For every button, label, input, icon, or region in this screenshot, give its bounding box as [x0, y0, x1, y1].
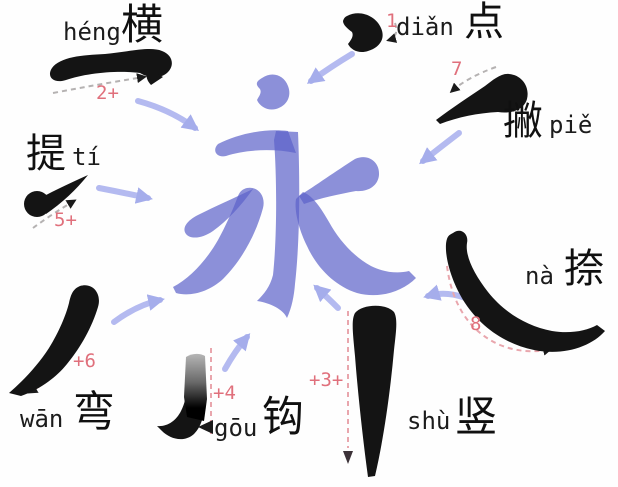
pinyin-pie: piě	[549, 111, 593, 139]
stroke-pie-sample	[436, 73, 528, 124]
yong-dot-stroke	[256, 74, 290, 110]
guide-na	[446, 265, 553, 356]
order-label-pie: 7	[451, 58, 463, 80]
guide-gou-arrowhead	[198, 420, 213, 434]
order-label-ti: 5+	[54, 209, 77, 231]
arrow-dian-to-center	[306, 51, 355, 84]
order-label-dian: 1	[386, 10, 398, 32]
pinyin-dian: diǎn	[396, 13, 454, 41]
yong-left-ti-stroke	[184, 189, 253, 238]
hanzi-na: 捺	[564, 246, 604, 292]
guide-heng	[52, 73, 147, 94]
hanzi-wan: 弯	[73, 387, 116, 436]
order-label-gou: +4	[213, 382, 236, 404]
dashed-guides-gray	[32, 22, 497, 229]
order-label-na: 8	[470, 313, 482, 335]
stroke-shu-sample	[352, 305, 397, 477]
center-character-yong	[173, 74, 416, 318]
hanzi-shu: 竖	[455, 392, 498, 441]
pinyin-shu: shù	[407, 407, 451, 435]
arrow-gou-to-center	[222, 333, 251, 372]
direction-arrows	[96, 51, 489, 372]
guide-dian	[386, 22, 398, 43]
example-strokes-black	[9, 13, 605, 477]
hanzi-heng: 横	[121, 0, 164, 49]
stroke-ti-sample	[24, 175, 88, 217]
stroke-wan-sample	[9, 285, 99, 396]
guide-pie	[449, 66, 497, 93]
hanzi-pie: 撇	[503, 98, 543, 144]
arrow-ti-to-center	[96, 185, 153, 204]
stroke-dian-sample	[343, 13, 383, 53]
hanzi-ti: 提	[26, 131, 66, 177]
stroke-na-sample	[445, 230, 605, 352]
stroke-gou-bar	[184, 353, 207, 421]
arrow-shu-to-center	[313, 284, 341, 311]
yong-left-long-pie-stroke	[173, 187, 264, 295]
arrow-heng-to-center	[135, 98, 200, 132]
order-label-heng: 2+	[96, 82, 119, 104]
arrow-pie-to-center	[419, 130, 462, 165]
pinyin-na: nà	[525, 262, 554, 290]
guide-ti	[32, 199, 77, 229]
order-label-wan: +6	[73, 350, 96, 372]
yong-right-short-pie-stroke	[299, 157, 380, 204]
pinyin-heng: héng	[63, 18, 121, 46]
order-label-shu: +3+	[309, 369, 344, 391]
guide-shu-arrowhead	[343, 451, 353, 464]
stroke-heng-sample	[49, 49, 172, 85]
yong-vertical-hook-stroke	[257, 131, 300, 318]
hanzi-gou: 钩	[262, 392, 305, 441]
arrow-wan-to-center	[111, 294, 165, 325]
pinyin-gou: gōu	[214, 414, 258, 442]
yong-na-stroke	[295, 192, 416, 296]
pinyin-ti: tí	[72, 143, 101, 171]
pinyin-wan: wān	[20, 405, 64, 433]
hanzi-dian: 点	[464, 0, 504, 45]
